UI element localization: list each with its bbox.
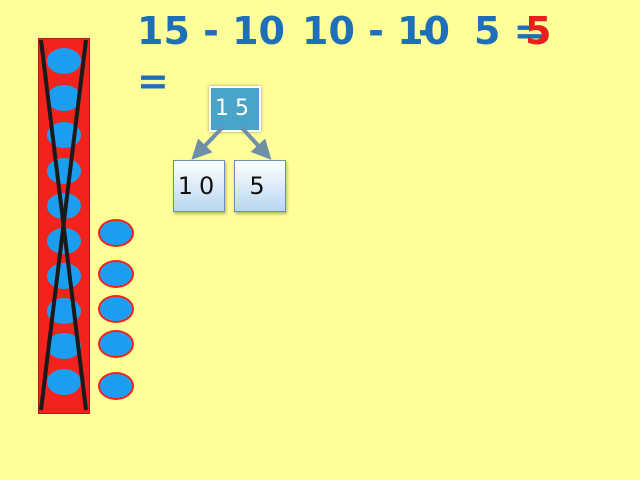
crossed-bead <box>47 263 81 289</box>
remaining-bead <box>98 295 134 323</box>
number-bond-whole: 15 <box>209 86 261 132</box>
equation-part-3: 5 = <box>474 9 546 53</box>
equation-equals-sign: = <box>137 59 169 103</box>
equation-part-2: 10 - 10 <box>302 9 450 53</box>
equation-part-1: 15 - 10 <box>137 9 285 53</box>
crossed-bead <box>47 48 81 74</box>
crossed-bead <box>47 369 81 395</box>
arrow-to-right-part <box>240 126 272 160</box>
remaining-bead <box>98 260 134 288</box>
remaining-bead <box>98 219 134 247</box>
equation-minus-sign: - <box>418 9 434 53</box>
remaining-bead <box>98 330 134 358</box>
number-bond-right-part: 5 <box>234 160 286 212</box>
crossed-bead <box>47 158 81 184</box>
number-bond-left-part: 10 <box>173 160 225 212</box>
equation-result: 5 <box>525 9 552 53</box>
remaining-bead <box>98 372 134 400</box>
cross-line-2 <box>39 39 88 411</box>
arrow-to-left-part <box>191 126 224 160</box>
